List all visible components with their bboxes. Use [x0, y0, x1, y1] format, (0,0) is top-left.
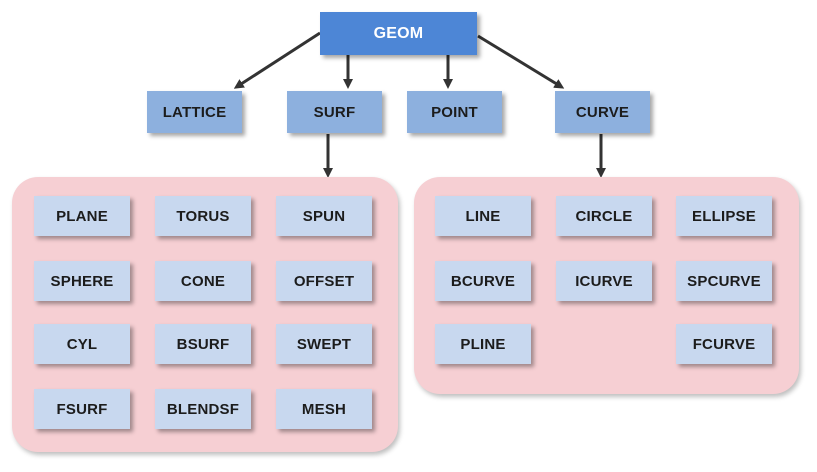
surf-item: TORUS [155, 196, 251, 236]
curve-node: CURVE [555, 91, 650, 133]
surf-item: BSURF [155, 324, 251, 364]
curve-item: ICURVE [556, 261, 652, 301]
surf-item: OFFSET [276, 261, 372, 301]
arrow-geom-to-curve [477, 34, 565, 89]
surf-item: BLENDSF [155, 389, 251, 429]
lattice-node: LATTICE [147, 91, 242, 133]
surf-item: PLANE [34, 196, 130, 236]
point-node: POINT [407, 91, 502, 133]
arrow-geom-to-lattice [233, 31, 321, 89]
curve-item: ELLIPSE [676, 196, 772, 236]
surf-item: SPUN [276, 196, 372, 236]
curve-item: SPCURVE [676, 261, 772, 301]
surf-item: SPHERE [34, 261, 130, 301]
curve-item: CIRCLE [556, 196, 652, 236]
curve-item: PLINE [435, 324, 531, 364]
surf-item: FSURF [34, 389, 130, 429]
surf-item: CYL [34, 324, 130, 364]
curve-item: FCURVE [676, 324, 772, 364]
surf-node: SURF [287, 91, 382, 133]
curve-item: BCURVE [435, 261, 531, 301]
geom-node: GEOM [320, 12, 477, 55]
surf-item: CONE [155, 261, 251, 301]
curve-item: LINE [435, 196, 531, 236]
surf-item: SWEPT [276, 324, 372, 364]
surf-item: MESH [276, 389, 372, 429]
